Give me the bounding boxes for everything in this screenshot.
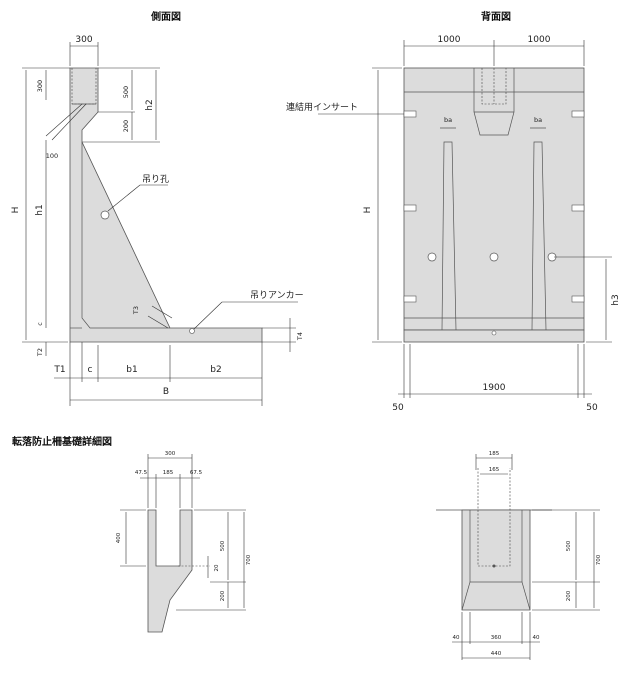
detail-left-section: [147, 509, 193, 633]
dim-200: 200: [566, 590, 572, 601]
side-inner-haunch: [81, 142, 170, 329]
dim-50-right: 50: [586, 403, 598, 413]
leader-line: [51, 103, 87, 141]
dim-H-back: H: [363, 207, 373, 214]
label-lift-anchor: 吊りアンカー: [250, 290, 304, 301]
back-view: 1000 1000 H 連結用インサート ba ba h3 1900 50 50: [286, 35, 621, 413]
dim-67-5: 67.5: [190, 470, 203, 476]
dim-h3: h3: [611, 294, 621, 305]
leader-line: [193, 301, 223, 330]
dim-b2: b2: [210, 365, 221, 375]
lift-hole-icon: [489, 252, 499, 262]
dim-line: [147, 315, 169, 329]
dim-500: 500: [122, 86, 130, 98]
dim-100: 100: [46, 152, 58, 160]
back-view-title: 背面図: [481, 10, 511, 23]
side-view-title: 側面図: [150, 10, 181, 23]
lift-anchor-icon: [492, 564, 496, 568]
back-center-pocket: [473, 68, 515, 136]
dim-500: 500: [220, 540, 226, 551]
connection-insert-icon: [403, 110, 417, 118]
dim-300-vertical: 300: [36, 80, 44, 92]
dim-1000-right: 1000: [528, 35, 551, 45]
lift-hole-icon: [427, 252, 437, 262]
detail-right-haunch: [461, 581, 531, 611]
dim-line: [151, 305, 173, 319]
foundation-detail-left: 300 47.5 185 67.5 400 500 200 700 20: [116, 451, 252, 633]
connection-insert-icon: [403, 204, 417, 212]
dim-200: 200: [122, 120, 130, 132]
dim-1900: 1900: [483, 383, 506, 393]
dim-20: 20: [214, 564, 220, 571]
dim-185: 185: [489, 451, 500, 457]
connection-insert-icon: [571, 110, 585, 118]
dim-T1: T1: [53, 365, 65, 375]
dim-ba-left: ba: [444, 116, 452, 124]
dim-400: 400: [116, 532, 122, 543]
dim-T2: T2: [36, 348, 44, 357]
leader-line: [107, 184, 141, 212]
lift-hole-icon: [100, 210, 110, 220]
label-connection-insert: 連結用インサート: [286, 101, 358, 113]
connection-insert-icon: [571, 295, 585, 303]
connection-insert-icon: [403, 295, 417, 303]
dim-B: B: [163, 387, 169, 397]
dim-300: 300: [165, 451, 176, 457]
lift-anchor-icon: [491, 330, 497, 336]
dim-T3: T3: [132, 306, 140, 315]
dim-47-5: 47.5: [135, 470, 148, 476]
dim-185: 185: [163, 470, 174, 476]
dim-700: 700: [596, 554, 602, 565]
dim-b1: b1: [126, 365, 137, 375]
back-pocket-dashed: [481, 68, 507, 105]
dim-h2: h2: [145, 99, 155, 110]
dim-300: 300: [75, 35, 92, 45]
label-lift-hole: 吊り孔: [142, 174, 169, 185]
back-view-base: [403, 329, 585, 343]
dim-50-left: 50: [392, 403, 404, 413]
back-rib-left: [441, 141, 457, 331]
dim-h1: h1: [35, 204, 45, 215]
side-view-body: [69, 67, 263, 343]
back-rib-right: [531, 141, 547, 331]
dim-1000-left: 1000: [438, 35, 461, 45]
dim-H-side: H: [11, 207, 21, 214]
detail-right-section: [461, 509, 531, 611]
side-top-pocket: [71, 68, 97, 105]
back-view-panel: [403, 67, 585, 331]
dim-440: 440: [491, 651, 502, 657]
dim-40-right: 40: [533, 635, 540, 641]
lift-anchor-icon: [189, 328, 195, 334]
dim-700: 700: [246, 554, 252, 565]
dim-500: 500: [566, 540, 572, 551]
dim-c-bottom: c: [88, 365, 93, 375]
foundation-detail-right: 185 165 500 200 700 40 360 40 440: [436, 451, 602, 660]
dim-165: 165: [489, 467, 500, 473]
foundation-detail-title: 転落防止柵基礎詳細図: [12, 435, 112, 448]
dim-c-left: c: [36, 322, 44, 326]
dim-ba-right: ba: [534, 116, 542, 124]
connection-insert-icon: [571, 204, 585, 212]
side-view: 300 H 300 h1 c T2 100 500 200 h2: [11, 35, 304, 406]
leader-line: [45, 103, 83, 137]
dim-200: 200: [220, 590, 226, 601]
dim-360: 360: [491, 635, 502, 641]
dim-40-left: 40: [453, 635, 460, 641]
dim-T4: T4: [296, 332, 304, 341]
